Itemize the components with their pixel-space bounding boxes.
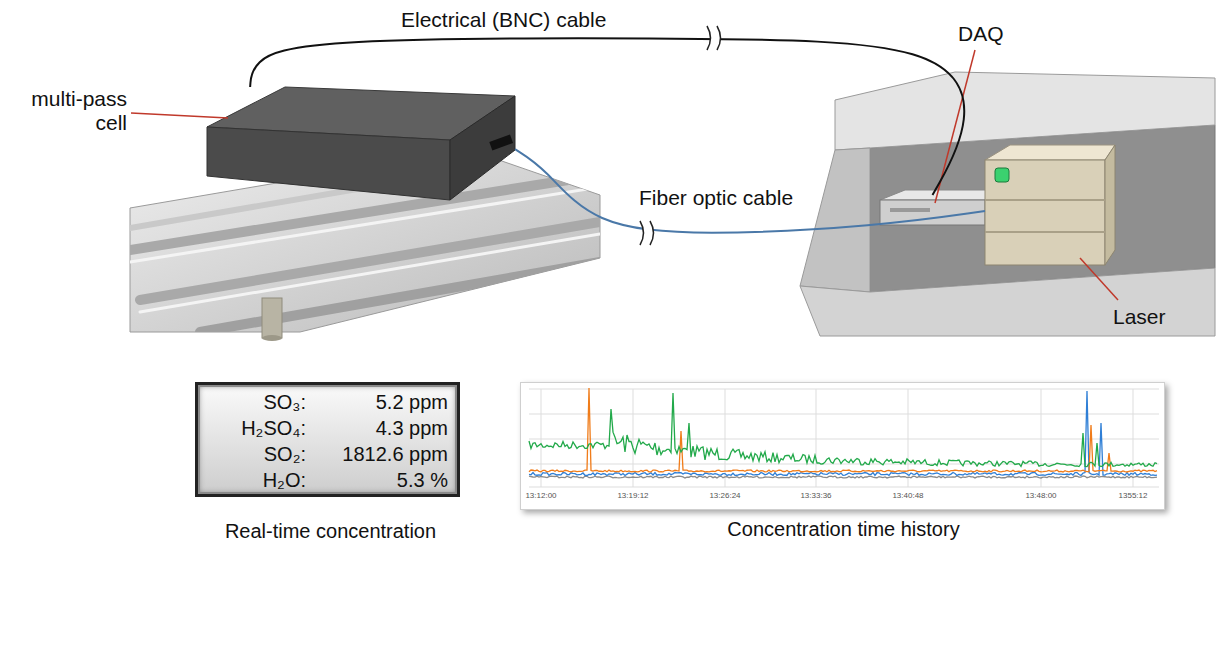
daq-unit <box>880 190 990 225</box>
chart-caption: Concentration time history <box>521 518 1166 541</box>
time-tick: 13:48:00 <box>1016 491 1066 500</box>
time-tick: 13:33:36 <box>791 491 841 500</box>
species-name: H₂O: <box>200 469 306 492</box>
concentration-value: 4.3 ppm <box>310 417 448 440</box>
support-post <box>262 298 282 341</box>
grid-line <box>1133 389 1134 487</box>
grid-line <box>633 389 634 487</box>
grid-line <box>908 389 909 487</box>
grid-line <box>529 487 1159 488</box>
readout-panel: SO₃:5.2 ppmH₂SO₄:4.3 ppmSO₂:1812.6 ppmH₂… <box>195 382 460 497</box>
species-name: SO₂: <box>200 443 306 466</box>
time-tick: 13:12:00 <box>516 491 566 500</box>
time-tick: 13:26:24 <box>700 491 750 500</box>
cable-break <box>640 221 654 245</box>
bnc-cable <box>250 38 964 195</box>
enclosure <box>800 72 1215 336</box>
leader-lines <box>131 50 1118 300</box>
part-label: DAQ <box>958 22 1018 46</box>
daq: DAQ <box>880 195 985 225</box>
fiber-optic-cable <box>515 149 985 233</box>
grid-line <box>725 389 726 487</box>
cable-break <box>707 26 721 50</box>
chart-plot <box>521 383 1164 509</box>
part-label: Laser <box>1113 305 1183 329</box>
data-series <box>529 476 1157 478</box>
species-name: SO₃: <box>200 391 306 414</box>
concentration-value: 1812.6 ppm <box>310 443 448 466</box>
cable-label: Fiber optic cable <box>636 186 796 210</box>
panel-caption: Real-time concentration <box>198 520 463 543</box>
time-tick: 13:19:12 <box>608 491 658 500</box>
data-series <box>529 393 1157 467</box>
time-tick: 1355:12 <box>1108 491 1158 500</box>
grid-line <box>529 389 1159 390</box>
multi-pass-cell: multi-pass cell <box>207 87 515 200</box>
concentration-value: 5.3 % <box>310 469 448 492</box>
concentration-value: 5.2 ppm <box>310 391 448 414</box>
laser: Laser <box>985 145 1110 265</box>
time-tick: 13:40:48 <box>883 491 933 500</box>
part-label: multi-pass cell <box>17 87 127 135</box>
species-name: H₂SO₄: <box>200 417 306 440</box>
cable-label: Electrical (BNC) cable <box>398 8 609 32</box>
multi-pass-cell-body <box>207 87 515 200</box>
time-history-chart: 13:12:0013:19:1213:26:2413:33:3613:40:48… <box>520 382 1165 510</box>
grid-line <box>529 414 1159 415</box>
data-series <box>529 388 1157 472</box>
laser-unit <box>985 145 1115 265</box>
data-series <box>529 391 1157 475</box>
